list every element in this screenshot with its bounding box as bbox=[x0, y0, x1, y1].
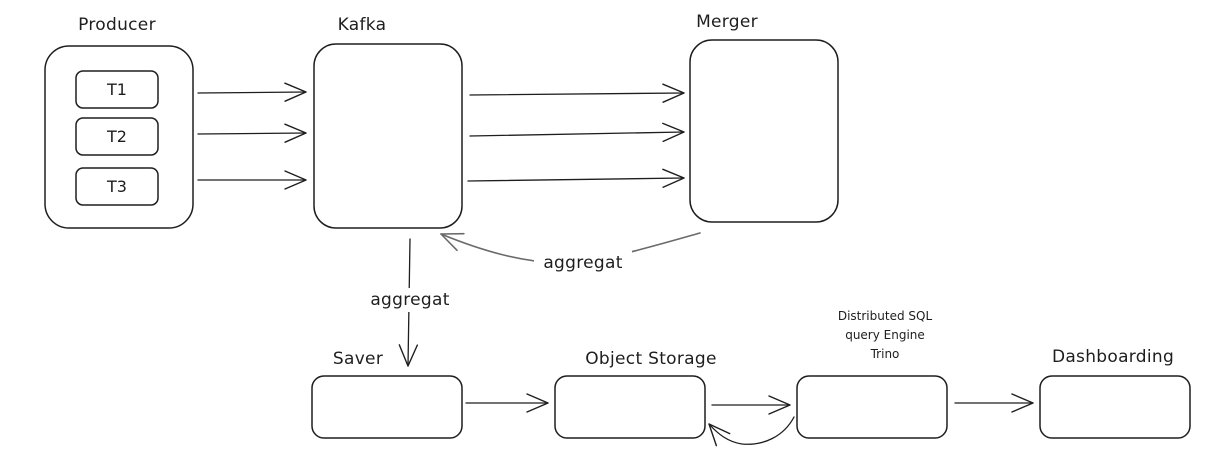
trino-title-line-2: query Engine bbox=[845, 328, 925, 342]
edge-kafka-to-saver-label: aggregat bbox=[370, 290, 449, 310]
trino-title-line-1: Distributed SQL bbox=[838, 309, 933, 323]
trino-box bbox=[796, 375, 948, 439]
object-storage-box bbox=[554, 375, 706, 439]
saver-box bbox=[311, 375, 463, 439]
kafka-box bbox=[313, 43, 463, 229]
edge-trino-to-object-storage bbox=[708, 416, 795, 447]
merger-title: Merger bbox=[696, 12, 758, 32]
edge-merger-to-kafka-label-bg bbox=[534, 251, 632, 275]
edge-kafka-to-merger-3 bbox=[467, 168, 685, 188]
topic-t2-label: T2 bbox=[106, 127, 127, 146]
topic-t1-label: T1 bbox=[106, 80, 127, 99]
edge-kafka-to-saver-label-bg bbox=[362, 288, 458, 312]
kafka-title: Kafka bbox=[338, 15, 387, 35]
saver-title: Saver bbox=[333, 349, 383, 369]
topic-t2-box bbox=[75, 117, 159, 156]
edge-kafka-to-merger-2 bbox=[469, 122, 685, 143]
dashboarding-title: Dashboarding bbox=[1052, 347, 1174, 367]
topic-t3-label: T3 bbox=[106, 177, 127, 196]
edge-producer-to-kafka-2 bbox=[197, 123, 307, 143]
edge-merger-to-kafka-label: aggregat bbox=[543, 253, 622, 273]
edge-kafka-to-merger-1 bbox=[469, 83, 685, 103]
object-storage-title: Object Storage bbox=[585, 349, 716, 369]
merger-box bbox=[689, 39, 839, 223]
topic-t1-box bbox=[75, 70, 159, 109]
edge-producer-to-kafka-1 bbox=[197, 82, 307, 102]
producer-title: Producer bbox=[78, 15, 156, 35]
trino-title-line-3: Trino bbox=[870, 347, 900, 361]
topic-t3-box bbox=[75, 167, 159, 206]
dashboarding-box bbox=[1039, 375, 1191, 439]
